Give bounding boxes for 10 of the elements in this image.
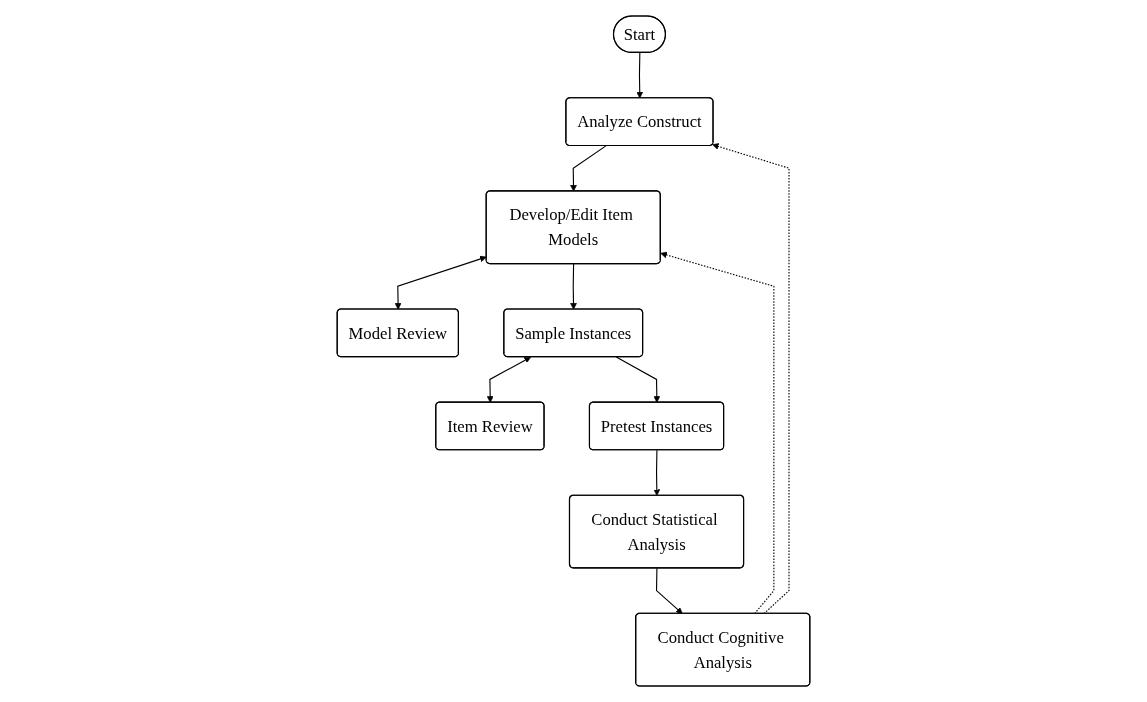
arrow [655,567,683,614]
arrow [486,356,531,403]
arrow [660,251,775,615]
arrow [615,356,661,403]
arrow [570,263,577,310]
arrow [570,145,607,192]
arrow [653,449,661,496]
arrow [394,255,487,310]
arrow [636,52,644,99]
arrow [712,143,790,615]
